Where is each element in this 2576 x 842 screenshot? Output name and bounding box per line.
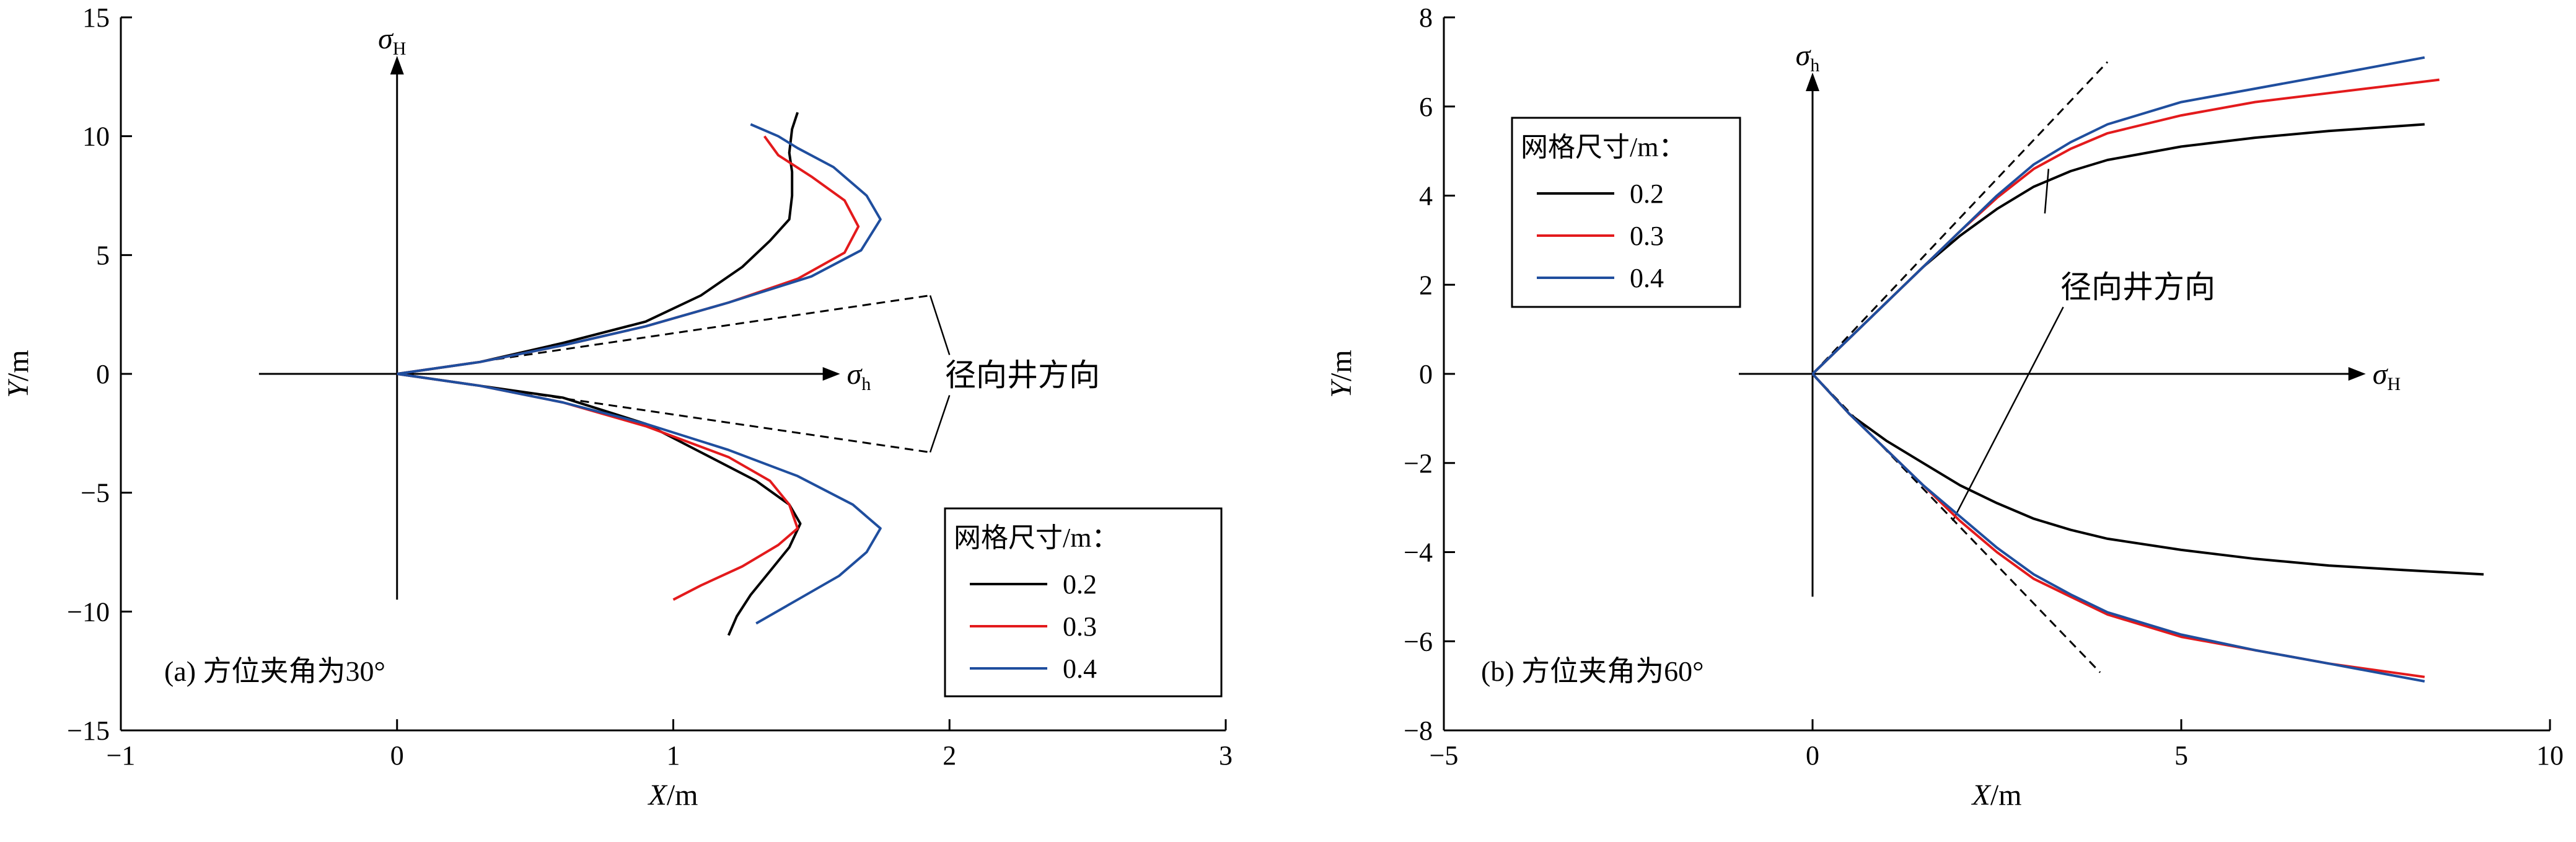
legend-entry-0.3: 0.3 bbox=[1063, 611, 1097, 642]
x-axis-label-unit: /m bbox=[667, 779, 698, 812]
y-tick-label: 4 bbox=[1419, 181, 1433, 211]
panel-caption: (a) 方位夹角为30° bbox=[164, 655, 385, 687]
x-axis-label-unit: /m bbox=[1990, 779, 2022, 812]
legend-title: 网格尺寸/m： bbox=[1521, 132, 1686, 162]
y-axis-label-var: Y bbox=[2, 379, 35, 398]
sigma-subscript: h bbox=[861, 374, 871, 394]
y-tick-label: −4 bbox=[1404, 538, 1433, 568]
stress-arrowhead-horizontal bbox=[822, 367, 840, 381]
y-axis-label-var: Y bbox=[1325, 379, 1358, 398]
y-tick-label: −5 bbox=[81, 478, 110, 508]
y-tick-label: 8 bbox=[1419, 2, 1433, 33]
series-0.3-lower-line bbox=[1811, 373, 2425, 678]
annotation-leader bbox=[2044, 169, 2050, 214]
legend-entry-0.2: 0.2 bbox=[1630, 179, 1664, 209]
series-0.3-upper-line bbox=[397, 135, 860, 375]
sigma-symbol: σ bbox=[378, 22, 394, 55]
series-0.2-lower-line bbox=[1811, 373, 2484, 576]
x-tick-label: −5 bbox=[1430, 740, 1459, 771]
y-tick-label: −2 bbox=[1404, 448, 1433, 479]
stress-arrowhead-horizontal bbox=[2348, 367, 2366, 381]
x-tick-label: 0 bbox=[1806, 740, 1819, 771]
stress-axis-label-horizontal: σH bbox=[2373, 358, 2401, 394]
y-axis-label-unit: /m bbox=[2, 350, 35, 381]
x-tick-label: 10 bbox=[2536, 740, 2564, 771]
y-tick-label: 6 bbox=[1419, 92, 1433, 122]
x-axis-label-var: X bbox=[648, 779, 668, 812]
y-axis-label: Y/m bbox=[1325, 350, 1358, 397]
annotation-text: 径向井方向 bbox=[2060, 270, 2215, 304]
series-0.3-upper-line bbox=[1811, 78, 2440, 375]
x-axis-label: X/m bbox=[1971, 779, 2022, 812]
series-0.2-upper-line bbox=[1811, 123, 2425, 375]
legend-entry-0.4: 0.4 bbox=[1630, 263, 1664, 293]
x-axis-label-var: X bbox=[1971, 779, 1992, 812]
y-tick-label: 10 bbox=[82, 122, 110, 152]
legend-entry-0.2: 0.2 bbox=[1063, 569, 1097, 600]
y-tick-label: 0 bbox=[96, 359, 110, 389]
x-tick-label: 0 bbox=[390, 740, 404, 771]
series-0.4-lower-line bbox=[1811, 373, 2425, 683]
legend-box bbox=[1511, 117, 1741, 308]
stress-axis-label-vertical: σh bbox=[1796, 39, 1820, 76]
y-tick-label: 0 bbox=[1419, 359, 1433, 389]
x-axis-label: X/m bbox=[648, 779, 698, 812]
sigma-symbol: σ bbox=[2373, 358, 2389, 391]
legend-entry-0.4: 0.4 bbox=[1063, 654, 1097, 684]
radial-well-dashed-line bbox=[1811, 373, 2101, 673]
series-0.4-upper-line bbox=[1811, 56, 2425, 375]
radial-well-dashed-line bbox=[1811, 61, 2109, 375]
annotation-text: 径向井方向 bbox=[945, 358, 1100, 392]
legend-title: 网格尺寸/m： bbox=[954, 523, 1119, 553]
y-tick-label: 15 bbox=[82, 2, 110, 33]
x-tick-label: −1 bbox=[107, 740, 136, 771]
stress-arrowhead-vertical bbox=[1806, 73, 1819, 91]
sigma-subscript: h bbox=[1810, 55, 1819, 76]
series-0.2-upper-line bbox=[397, 112, 799, 375]
y-axis-label-unit: /m bbox=[1325, 350, 1358, 381]
sigma-symbol: σ bbox=[847, 358, 863, 391]
legend-box bbox=[944, 507, 1223, 698]
legend-entry-0.3: 0.3 bbox=[1630, 221, 1664, 251]
x-tick-label: 2 bbox=[943, 740, 956, 771]
sigma-subscript: H bbox=[2387, 374, 2401, 394]
sigma-subscript: H bbox=[393, 38, 407, 59]
y-tick-label: −15 bbox=[67, 716, 110, 746]
x-tick-label: 1 bbox=[667, 740, 680, 771]
stress-arrowhead-vertical bbox=[390, 56, 404, 75]
y-axis-label: Y/m bbox=[2, 350, 35, 397]
y-tick-label: 5 bbox=[96, 240, 110, 270]
panel-caption: (b) 方位夹角为60° bbox=[1481, 655, 1704, 687]
annotation-leader bbox=[1951, 306, 2064, 521]
annotation-leader bbox=[929, 295, 951, 355]
sigma-symbol: σ bbox=[1796, 39, 1812, 72]
y-tick-label: −8 bbox=[1404, 716, 1433, 746]
y-tick-label: −10 bbox=[67, 596, 110, 627]
x-tick-label: 3 bbox=[1219, 740, 1233, 771]
series-0.4-upper-line bbox=[397, 123, 882, 375]
x-tick-label: 5 bbox=[2174, 740, 2188, 771]
stress-axis-label-horizontal: σh bbox=[847, 358, 871, 394]
y-tick-label: −6 bbox=[1404, 626, 1433, 657]
series-0.4-lower-line bbox=[397, 373, 882, 625]
y-tick-label: 2 bbox=[1419, 270, 1433, 300]
annotation-leader bbox=[929, 395, 951, 453]
stress-axis-label-vertical: σH bbox=[378, 22, 406, 59]
